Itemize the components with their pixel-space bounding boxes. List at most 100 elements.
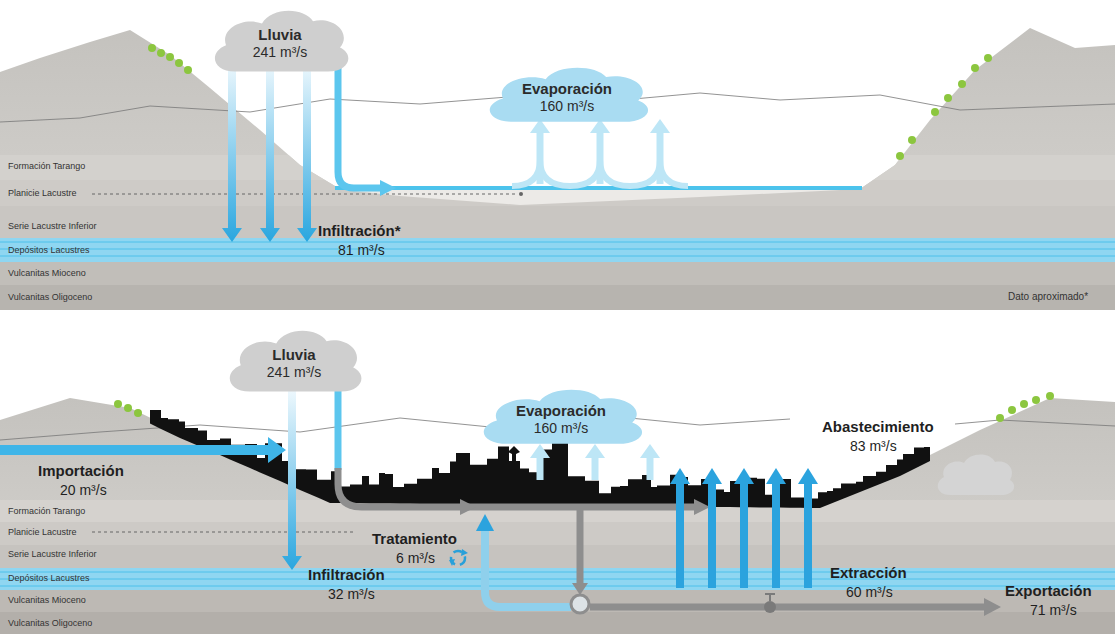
evaporation-arrow [537, 456, 544, 480]
bottom-panel [0, 390, 1115, 634]
flow-name: Lluvia [258, 26, 301, 43]
flow-name: Evaporación [522, 80, 612, 97]
pump-symbol [571, 595, 589, 613]
cloud-node: Lluvia241 m³/s [205, 2, 355, 74]
ridge-line [0, 415, 790, 440]
extraction-arrow [702, 468, 722, 588]
flow-value: 71 m³/s [1030, 602, 1077, 618]
stratum [0, 545, 1115, 568]
arrow-head [694, 499, 710, 515]
evaporation-arrow [537, 130, 544, 184]
cloud-outline [230, 331, 362, 392]
cloud-text: Lluvia241 m³/s [220, 322, 368, 394]
terrain [0, 28, 1115, 310]
top-panel [0, 28, 1115, 310]
layer-name: Vulcanitas Oligoceno [8, 618, 92, 628]
arrow-head [530, 444, 550, 458]
layer-name: Planicie Lacustre [8, 188, 77, 198]
arrow-head [585, 444, 605, 458]
cloud-outline [490, 68, 648, 122]
strata [0, 500, 1115, 634]
flow-value: 160 m³/s [534, 420, 588, 436]
extraction-arrow [734, 468, 754, 588]
strata [0, 155, 1115, 310]
rain-arrow [222, 62, 242, 242]
aquifer-band [0, 238, 1115, 262]
arrow-head [380, 180, 396, 196]
monument-figure [508, 446, 520, 455]
rain-arrow [260, 62, 280, 242]
evaporation-arrow [597, 130, 604, 184]
flow-value: 241 m³/s [267, 364, 321, 380]
export-pipe [590, 604, 986, 611]
layer-name: Formación Tarango [8, 161, 85, 171]
ridge-line [955, 420, 1115, 426]
cloud-node: Evaporación160 m³/s [472, 382, 650, 446]
arrow-head [650, 119, 670, 133]
stratum [0, 155, 1115, 180]
valve-stem [769, 594, 771, 601]
treatment-pipe [485, 530, 571, 607]
lake-bed [335, 189, 860, 205]
boundary-dot [519, 192, 523, 196]
arrow-head [572, 583, 588, 595]
flow-value: 160 m³/s [540, 98, 594, 114]
stratum [0, 522, 1115, 545]
extraction-arrow [798, 468, 818, 588]
cloud-text: Evaporación160 m³/s [478, 60, 656, 124]
layer-name: Depósitos Lacustres [8, 573, 90, 583]
evaporation-arrow [647, 456, 654, 480]
flow-name: Infiltración* [318, 222, 401, 239]
flow-value: 81 m³/s [338, 242, 385, 258]
flow-name: Evaporación [516, 402, 606, 419]
lake-surface [335, 186, 862, 190]
flow-value: 6 m³/s [396, 550, 435, 566]
import-arrow [0, 437, 286, 463]
flow-value: 32 m³/s [328, 586, 375, 602]
flow-value: 83 m³/s [850, 438, 897, 454]
flow-name: Importación [38, 462, 124, 479]
arrow-head [640, 444, 660, 458]
layer-name: Vulcanitas Mioceno [8, 268, 86, 278]
flow-value: 241 m³/s [253, 44, 307, 60]
skyline-silhouette [150, 410, 930, 508]
cloud [938, 455, 1014, 495]
evaporation-arrow [592, 456, 599, 480]
flow-value: 60 m³/s [846, 584, 893, 600]
layer-name: Depósitos Lacustres [8, 245, 90, 255]
layer-name: Vulcanitas Oligoceno [8, 292, 92, 302]
extraction-arrow [766, 468, 786, 588]
layer-name: Serie Lacustre Inferior [8, 549, 97, 559]
dashed-boundary [92, 532, 355, 533]
arrow-head [984, 598, 1001, 616]
cloud-text: Lluvia241 m³/s [205, 2, 355, 74]
aquifer-line [0, 572, 1115, 573]
runoff-arrow [335, 390, 342, 470]
rain-arrow [297, 62, 317, 242]
layer-name: Serie Lacustre Inferior [8, 221, 97, 231]
layer-name: Formación Tarango [8, 506, 85, 516]
stratum [0, 262, 1115, 285]
aquifer-line [0, 586, 1115, 587]
cloud-outline [484, 390, 642, 444]
aquifer-line [0, 249, 1115, 250]
terrain [0, 398, 1115, 634]
flow-name: Lluvia [272, 346, 315, 363]
aquifer-line [0, 579, 1115, 580]
arrow-head [460, 499, 476, 515]
layer-name: Planicie Lacustre [8, 527, 77, 537]
aquifer-line [0, 242, 1115, 243]
layer-name: Vulcanitas Mioceno [8, 595, 86, 605]
flow-name: Abastecimiento [822, 418, 934, 435]
aquifer-line [0, 256, 1115, 257]
flow-name: Infiltración [308, 566, 385, 583]
stratum [0, 612, 1115, 634]
cloud-outline [215, 11, 348, 72]
cloud-node: Evaporación160 m³/s [478, 60, 656, 124]
rain-arrow [282, 390, 302, 570]
flow-name: Exportación [1005, 582, 1092, 599]
valve-handle [765, 593, 775, 595]
city-skyline [150, 410, 930, 508]
recycle-icon [449, 549, 468, 566]
